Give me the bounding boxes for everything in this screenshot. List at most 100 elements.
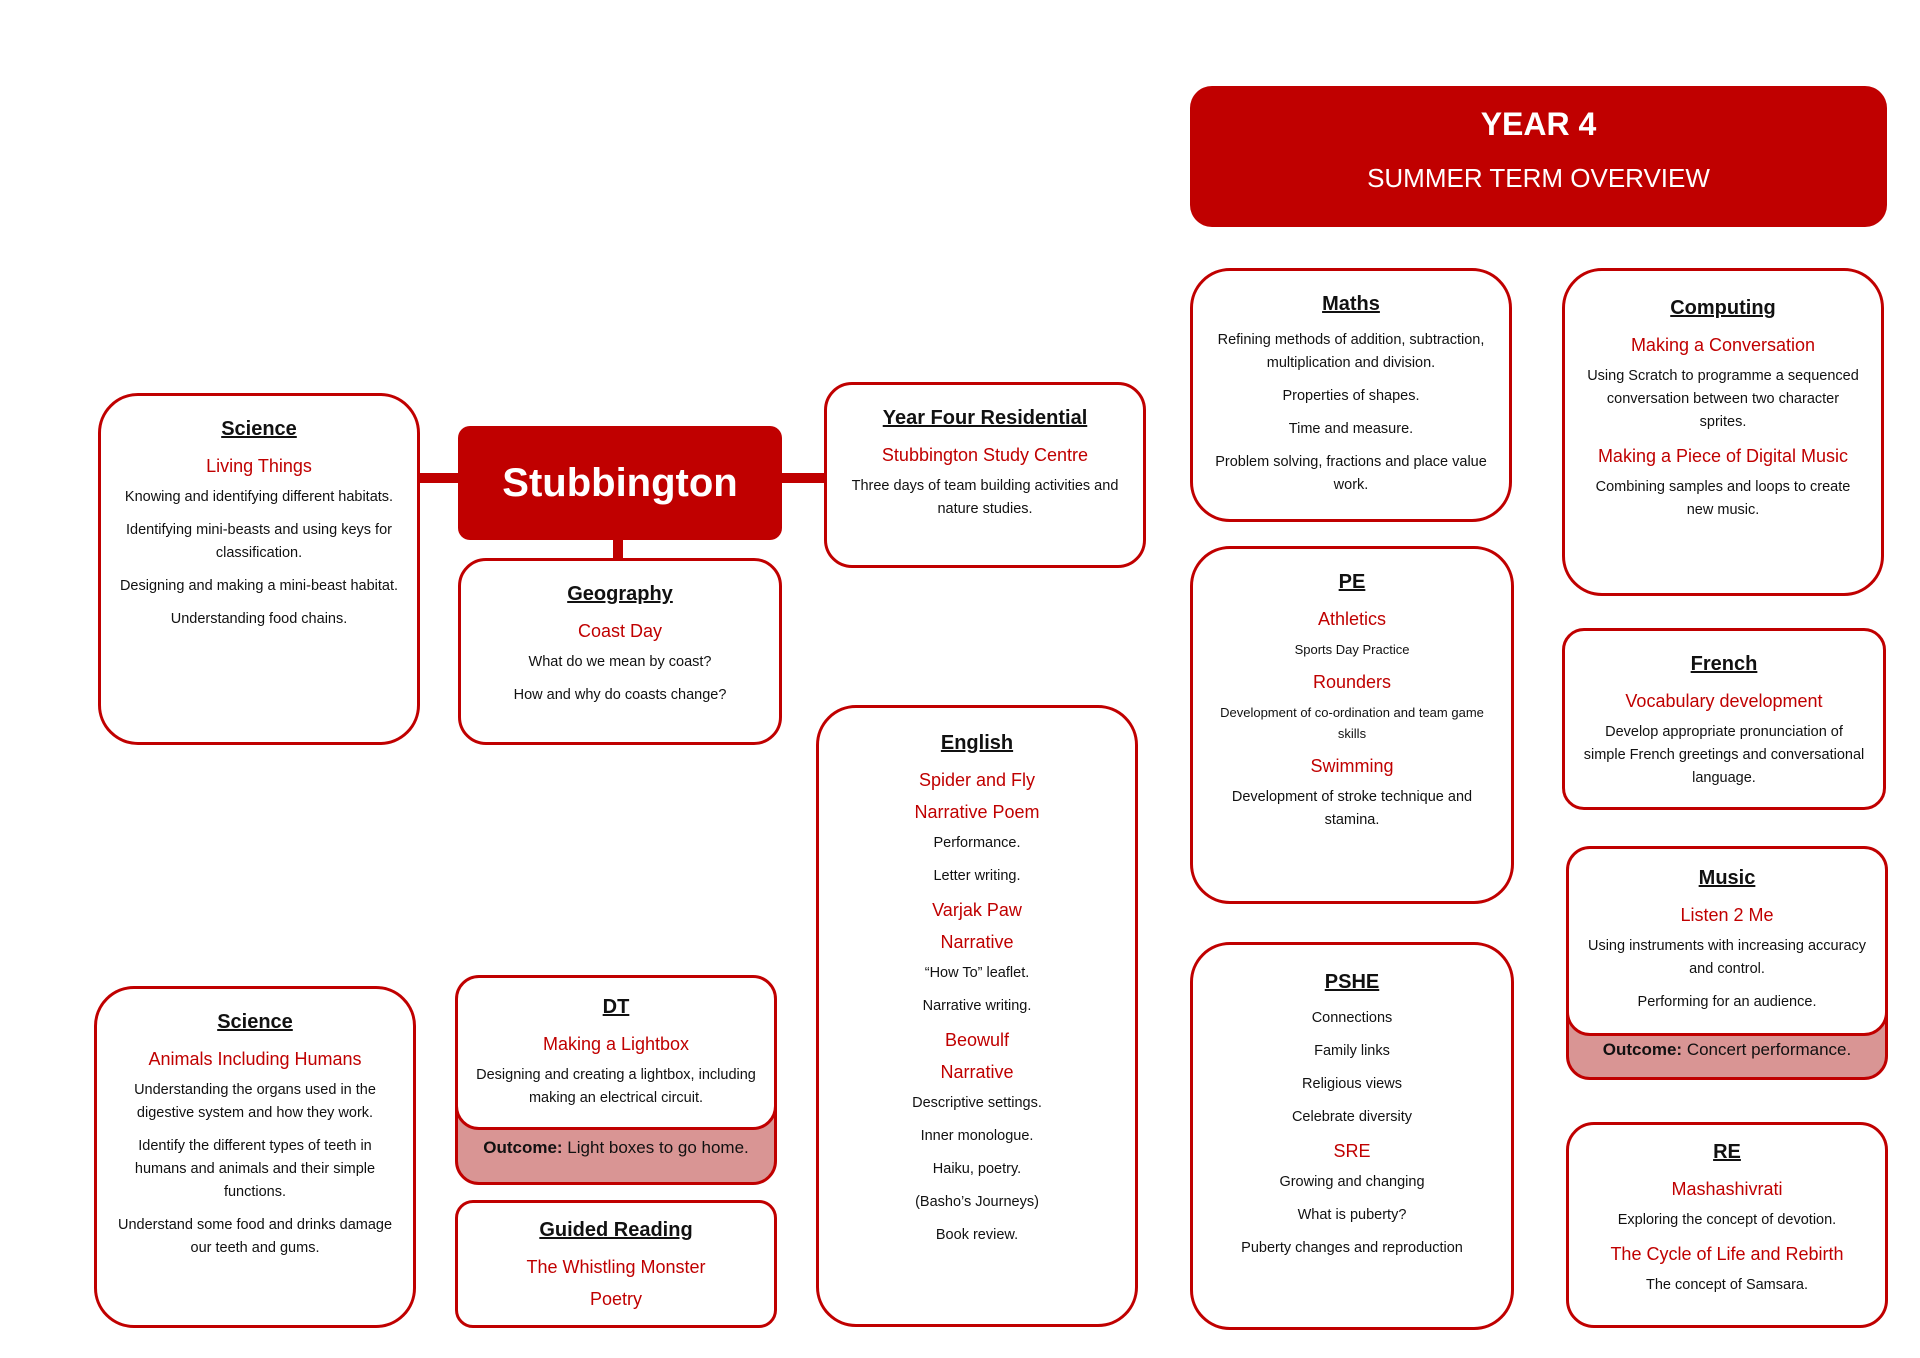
card-item: Time and measure.	[1288, 421, 1414, 437]
card-title: Computing	[1670, 297, 1776, 319]
card-item: Book review.	[935, 1227, 1019, 1243]
card-subtitle: Living Things	[206, 456, 312, 476]
card-title: English	[940, 732, 1014, 754]
card-subtitle: Stubbington Study Centre	[881, 445, 1089, 465]
card-guided-reading: Guided Reading The Whistling Monster Poe…	[455, 1200, 777, 1328]
card-subtitle: Varjak Paw	[932, 900, 1022, 920]
card-subtitle: Narrative	[940, 932, 1014, 952]
card-subtitle: The Whistling Monster	[526, 1257, 706, 1277]
card-item: The concept of Samsara.	[1646, 1277, 1808, 1293]
card-subtitle: Spider and Fly	[918, 770, 1036, 790]
card-item: What do we mean by coast?	[528, 654, 712, 670]
card-title: Maths	[1322, 293, 1380, 315]
card-subtitle: Making a Conversation	[1630, 335, 1816, 355]
card-subtitle: Listen 2 Me	[1680, 905, 1774, 925]
card-item: Problem solving, fractions and place val…	[1215, 454, 1487, 493]
card-subtitle: Athletics	[1317, 609, 1387, 629]
card-subtitle: Narrative Poem	[914, 802, 1040, 822]
card-title: Year Four Residential	[882, 407, 1088, 429]
card-subtitle: Making a Lightbox	[542, 1034, 690, 1054]
card-title: PSHE	[1324, 971, 1380, 993]
card-subtitle: Rounders	[1312, 672, 1392, 692]
card-item: Performance.	[933, 835, 1021, 851]
card-item: Combining samples and loops to create ne…	[1595, 479, 1851, 518]
card-french: French Vocabulary development Develop ap…	[1562, 628, 1886, 810]
year-title: YEAR 4	[1480, 106, 1597, 142]
card-science-animals: Science Animals Including Humans Underst…	[94, 986, 416, 1328]
card-item: How and why do coasts change?	[513, 687, 727, 703]
card-item: Three days of team building activities a…	[851, 478, 1119, 517]
card-subtitle: Beowulf	[944, 1030, 1010, 1050]
card-item: Understand some food and drinks damage o…	[117, 1217, 393, 1256]
outcome-text: Concert performance.	[1682, 1040, 1852, 1059]
card-subtitle: The Cycle of Life and Rebirth	[1610, 1244, 1844, 1264]
card-item: (Basho’s Journeys)	[915, 1194, 1039, 1210]
card-pe: PE Athletics Sports Day Practice Rounder…	[1190, 546, 1514, 904]
card-computing: Computing Making a Conversation Using Sc…	[1562, 268, 1884, 596]
card-item: Properties of shapes.	[1282, 388, 1420, 404]
card-geography: Geography Coast Day What do we mean by c…	[458, 558, 782, 745]
connector-left	[418, 473, 460, 483]
card-item: Using instruments with increasing accura…	[1587, 938, 1867, 977]
card-english: English Spider and Fly Narrative Poem Pe…	[816, 705, 1138, 1327]
card-item: “How To” leaflet.	[924, 965, 1030, 981]
term-banner: YEAR 4 SUMMER TERM OVERVIEW	[1190, 86, 1887, 227]
card-item: Celebrate diversity	[1291, 1109, 1413, 1125]
card-title: DT	[602, 996, 630, 1018]
outcome-label: Outcome:	[483, 1138, 563, 1157]
card-subtitle: SRE	[1333, 1141, 1371, 1161]
card-item: Performing for an audience.	[1637, 994, 1817, 1010]
card-subtitle: Vocabulary development	[1625, 691, 1823, 711]
card-item: Knowing and identifying different habita…	[124, 489, 394, 505]
card-item: Narrative writing.	[922, 998, 1032, 1014]
card-title: Guided Reading	[539, 1219, 693, 1241]
card-item: Identifying mini-beasts and using keys f…	[126, 522, 392, 561]
card-subtitle: Narrative	[940, 1062, 1014, 1082]
card-item: Designing and creating a lightbox, inclu…	[476, 1067, 756, 1106]
card-item: Growing and changing	[1279, 1174, 1425, 1190]
card-music: Music Listen 2 Me Using instruments with…	[1566, 846, 1888, 1036]
outcome-label: Outcome:	[1602, 1040, 1683, 1059]
card-item: Religious views	[1302, 1076, 1402, 1092]
card-item: Inner monologue.	[920, 1128, 1034, 1144]
card-title: French	[1690, 653, 1758, 675]
outcome-text: Light boxes to go home.	[562, 1138, 749, 1157]
card-item: Understanding food chains.	[170, 611, 348, 627]
card-item: Sports Day Practice	[1294, 642, 1410, 657]
card-item: What is puberty?	[1297, 1207, 1407, 1223]
card-item: Development of stroke technique and stam…	[1231, 789, 1473, 828]
card-item: Refining methods of addition, subtractio…	[1217, 332, 1485, 371]
card-residential: Year Four Residential Stubbington Study …	[824, 382, 1146, 568]
card-science-living-things: Science Living Things Knowing and identi…	[98, 393, 420, 745]
card-re: RE Mashashivrati Exploring the concept o…	[1566, 1122, 1888, 1328]
card-title: Music	[1698, 867, 1756, 889]
card-subtitle: Swimming	[1310, 756, 1394, 776]
card-maths: Maths Refining methods of addition, subt…	[1190, 268, 1512, 522]
card-item: Designing and making a mini-beast habita…	[119, 578, 399, 594]
card-title: PE	[1338, 571, 1366, 593]
card-pshe: PSHE Connections Family links Religious …	[1190, 942, 1514, 1330]
card-item: Understanding the organs used in the dig…	[134, 1082, 376, 1121]
card-item: Identify the different types of teeth in…	[134, 1138, 376, 1200]
card-title: Science	[217, 1011, 293, 1033]
topic-hub: Stubbington	[458, 426, 782, 540]
card-title: Geography	[567, 583, 673, 605]
card-item: Development of co-ordination and team ga…	[1220, 705, 1484, 741]
card-dt: DT Making a Lightbox Designing and creat…	[455, 975, 777, 1130]
card-subtitle: Animals Including Humans	[148, 1049, 362, 1069]
card-item: Descriptive settings.	[912, 1095, 1042, 1111]
connector-down	[613, 538, 623, 560]
card-title: RE	[1713, 1141, 1741, 1163]
card-subtitle: Making a Piece of Digital Music	[1597, 446, 1849, 466]
card-subtitle: Mashashivrati	[1671, 1179, 1783, 1199]
card-item: Connections	[1311, 1010, 1393, 1026]
card-item: Using Scratch to programme a sequenced c…	[1587, 368, 1859, 430]
card-item: Exploring the concept of devotion.	[1617, 1212, 1837, 1228]
connector-right	[780, 473, 828, 483]
card-subtitle: Coast Day	[577, 621, 663, 641]
card-title: Science	[221, 418, 297, 440]
card-item: Puberty changes and reproduction	[1241, 1240, 1463, 1256]
card-item: Letter writing.	[933, 868, 1021, 884]
card-item: Haiku, poetry.	[932, 1161, 1022, 1177]
card-subtitle: Poetry	[589, 1289, 643, 1309]
